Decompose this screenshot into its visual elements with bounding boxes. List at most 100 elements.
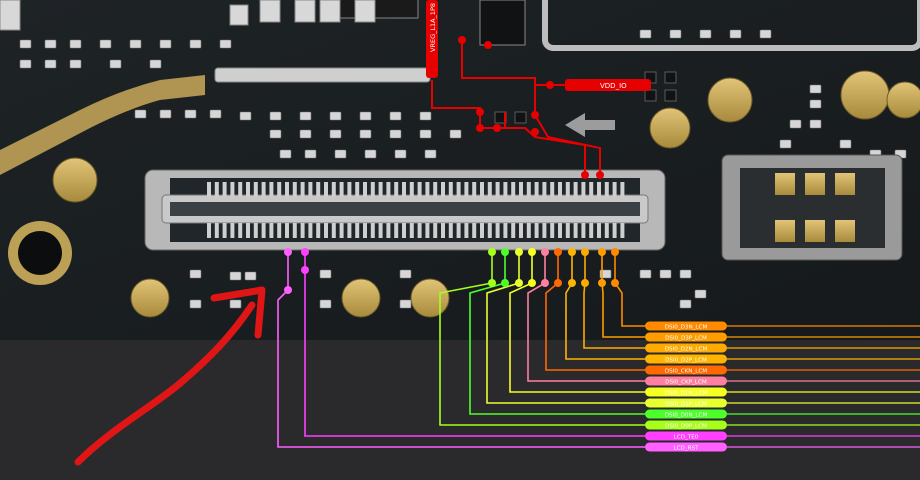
connector-pin [472, 182, 477, 197]
smd-component [664, 89, 677, 102]
signal-label: DSI0_CKP_LCM [665, 380, 707, 386]
connector-pin [417, 182, 422, 197]
signal-label-pill [645, 332, 727, 342]
power-nodes [458, 36, 604, 179]
smd-component [69, 39, 82, 49]
signal-label: DSI0_D0P_LCM [665, 424, 707, 430]
connector-pin [519, 182, 523, 197]
smd-component [44, 59, 57, 69]
signal-node [554, 248, 562, 256]
signal-label: LCD_RST [674, 446, 700, 452]
connector-pin [378, 223, 383, 238]
connector-pin [448, 182, 453, 197]
connector-pin [355, 223, 360, 238]
connector-pin [472, 223, 477, 238]
signal-node [528, 279, 536, 287]
lcd-connector [144, 169, 666, 251]
signal-trace [304, 252, 645, 437]
side-connector [721, 154, 903, 261]
smd-component [189, 299, 202, 309]
connector-pin [604, 182, 609, 197]
signal-label: LCD_TE0 [674, 435, 699, 441]
smd-component [359, 111, 372, 121]
signal-trace [527, 252, 645, 382]
smd-component [19, 39, 32, 49]
connector-pin [292, 182, 297, 197]
connector-pin [222, 182, 227, 197]
signal-trace [439, 252, 645, 426]
connector-pin [331, 223, 336, 238]
connector-pin [612, 223, 617, 238]
signal-trace [469, 252, 645, 415]
connector-pin [464, 223, 469, 238]
connector-pin [331, 182, 336, 197]
smd-component [639, 29, 652, 39]
connector-pin [339, 223, 344, 238]
connector-pins-top [207, 182, 625, 197]
signal-label-pill [645, 442, 727, 452]
smd-component [759, 29, 772, 39]
signal-node [301, 266, 309, 274]
connector-pin [441, 223, 445, 238]
signal-node [284, 248, 292, 256]
smd-component [809, 84, 822, 94]
smd-component [159, 109, 172, 119]
signal-node [528, 248, 536, 256]
smd-component [159, 39, 172, 49]
connector-pin [589, 223, 594, 238]
smd-component [44, 39, 57, 49]
signal-node [488, 248, 496, 256]
connector-pin [448, 223, 453, 238]
connector-pin [503, 223, 508, 238]
smd-component [209, 109, 222, 119]
smd-component [679, 269, 692, 279]
smd-component [694, 289, 707, 299]
smd-component [279, 149, 292, 159]
signal-trace [277, 252, 645, 448]
signal-trace [614, 252, 645, 327]
connector-pin [214, 182, 219, 197]
signal-label-pill [645, 321, 727, 331]
connector-pin [292, 223, 297, 238]
connector-pin [238, 223, 243, 238]
signal-label: DSI0_D1P_LCM [665, 402, 707, 408]
smd-component [639, 269, 652, 279]
connector-pin [487, 223, 492, 238]
connector-pin [261, 223, 266, 238]
connector-pin [347, 223, 352, 238]
connector-pin [565, 223, 570, 238]
connector-pin [394, 223, 399, 238]
connector-pin [300, 182, 305, 197]
connector-pin [269, 223, 274, 238]
connector-pin [308, 223, 313, 238]
connector-pin [363, 182, 367, 197]
connector-pin [207, 182, 211, 197]
smd-component [699, 29, 712, 39]
signal-label-pill [645, 376, 727, 386]
signal-node [541, 248, 549, 256]
signal-node [581, 279, 589, 287]
connector-pin [285, 223, 289, 238]
smd-component [269, 111, 282, 121]
vreg-label: VREG_L1A_1P8 [429, 3, 437, 52]
connector-pin [597, 223, 601, 238]
connector-pin [597, 182, 601, 197]
signal-node [598, 279, 606, 287]
connector-pin [417, 223, 422, 238]
connector-pin [433, 223, 438, 238]
connector-pin [402, 182, 406, 197]
connector-pin [456, 223, 461, 238]
connector-pin [534, 223, 539, 238]
signal-label-pill [645, 398, 727, 408]
connector-pin [347, 182, 352, 197]
smd-component [729, 29, 742, 39]
smd-component [299, 129, 312, 139]
signal-labels: DSI0_D3N_LCMDSI0_D3P_LCMDSI0_D2N_LCMDSI0… [645, 321, 727, 452]
signal-label-pill [645, 387, 727, 397]
connector-pin [214, 223, 219, 238]
connector-pin [277, 223, 282, 238]
red-arrow-annotation [74, 286, 266, 466]
smd-component [189, 39, 202, 49]
connector-pin [487, 182, 492, 197]
